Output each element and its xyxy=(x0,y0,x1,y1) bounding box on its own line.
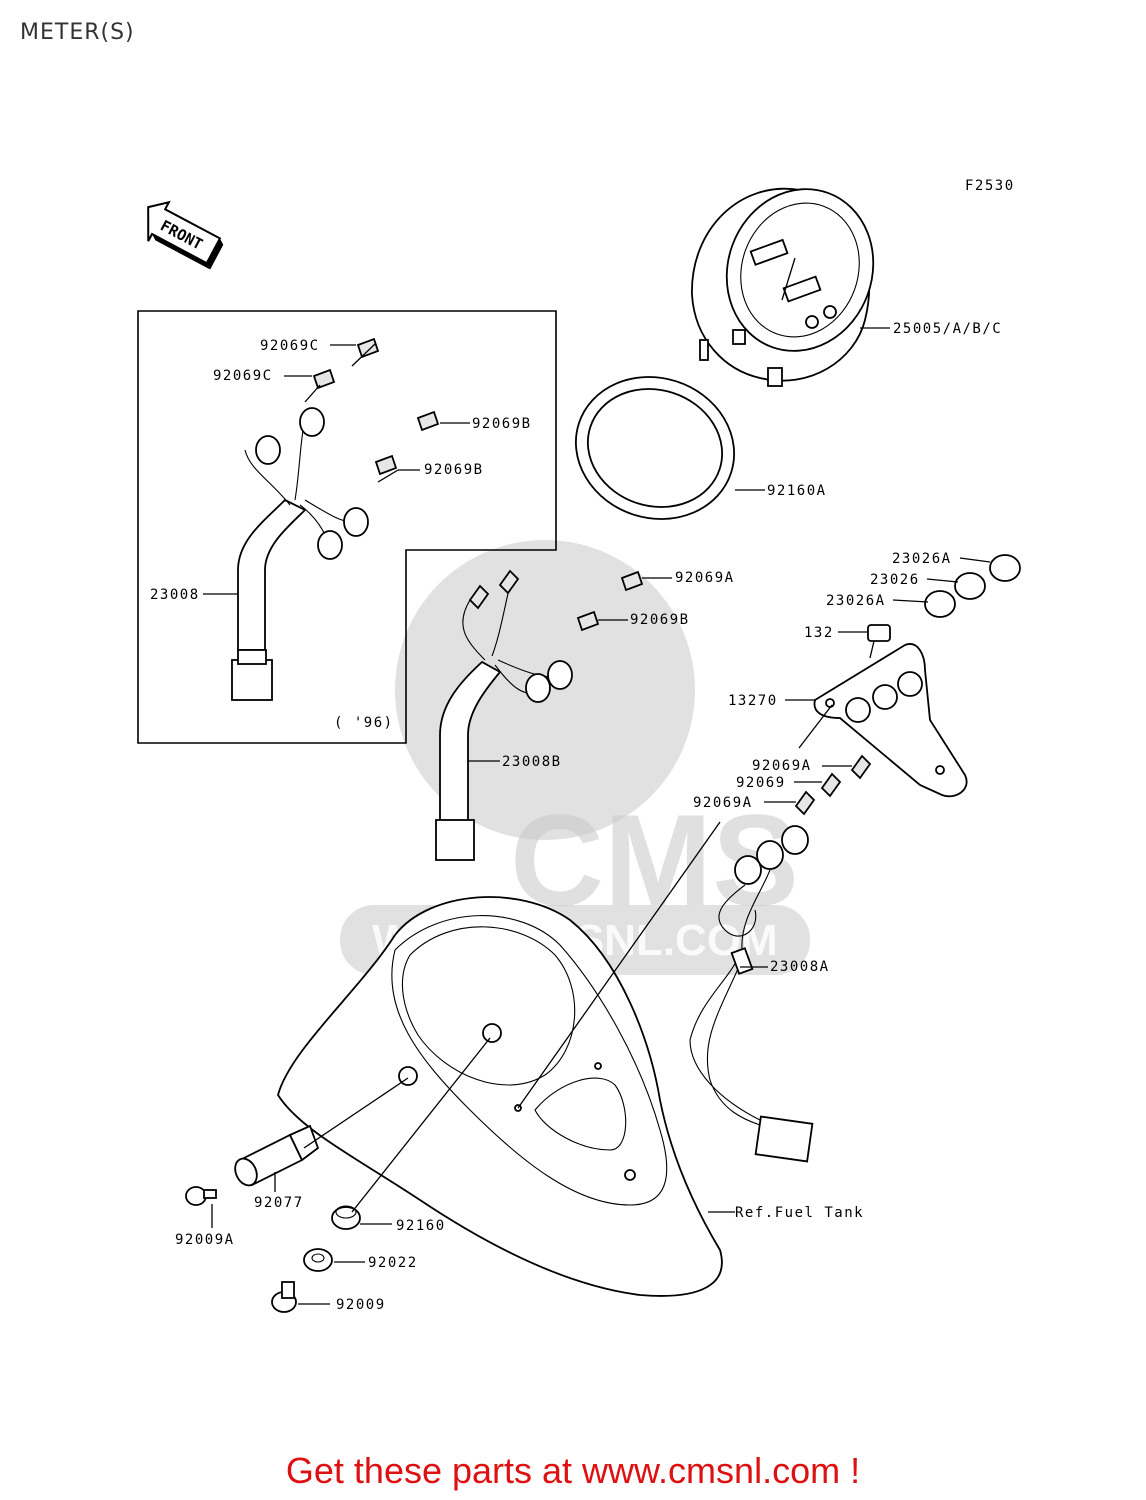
bulb-92069A-c xyxy=(794,790,816,816)
cable-92077 xyxy=(234,1124,320,1187)
grommet-92160 xyxy=(331,1205,361,1230)
label-92069: 92069 xyxy=(736,775,786,791)
label-25005: 25005/A/B/C xyxy=(893,321,1002,337)
screw-132 xyxy=(867,624,891,659)
page-title: METER(S) xyxy=(20,20,135,45)
inset-box xyxy=(137,310,557,744)
bracket-13270 xyxy=(813,643,968,798)
label-132: 132 xyxy=(804,625,834,641)
watermark: CMS WWW.CMSNL.COM xyxy=(340,540,810,975)
indicator-lenses xyxy=(924,554,1021,618)
label-92022: 92022 xyxy=(368,1255,418,1271)
label-23008A: 23008A xyxy=(770,959,830,975)
leader-lines xyxy=(203,327,991,1305)
label-92069C-b: 92069C xyxy=(213,368,273,384)
label-23026A-a: 23026A xyxy=(892,551,952,567)
speedometer-25005 xyxy=(691,187,875,387)
label-92009: 92009 xyxy=(336,1297,386,1313)
harness-23008 xyxy=(231,337,440,701)
inset-year-label: ( '96) xyxy=(334,715,394,731)
footer-link[interactable]: Get these parts at www.cmsnl.com ! xyxy=(285,1450,861,1491)
front-arrow-icon: FRONT xyxy=(147,200,224,270)
label-92069B-a: 92069B xyxy=(472,416,532,432)
meter-ring-92160A xyxy=(575,376,735,520)
bulb-92069 xyxy=(820,772,842,798)
label-92160A: 92160A xyxy=(767,483,827,499)
label-92069B-b: 92069B xyxy=(424,462,484,478)
screw-92009 xyxy=(271,1281,297,1313)
figure-code: F2530 xyxy=(965,178,1015,194)
label-92069A-b: 92069A xyxy=(752,758,812,774)
label-92069C-a: 92069C xyxy=(260,338,320,354)
part-labels: 92069C 92069C 92069B 92069B 23008 25005/… xyxy=(150,321,1002,1313)
washer-92022 xyxy=(303,1248,333,1272)
label-92077: 92077 xyxy=(254,1195,304,1211)
label-23008B: 23008B xyxy=(502,754,562,770)
label-23026: 23026 xyxy=(870,572,920,588)
label-92069A-c: 92069A xyxy=(693,795,753,811)
bulb-92069A-b xyxy=(850,754,872,780)
bulb-92069B xyxy=(576,610,600,632)
harness-23008B xyxy=(435,569,573,861)
dash-cover xyxy=(277,896,723,1297)
label-23026A-b: 23026A xyxy=(826,593,886,609)
label-92009A: 92009A xyxy=(175,1232,235,1248)
label-92160: 92160 xyxy=(396,1218,446,1234)
label-13270: 13270 xyxy=(728,693,778,709)
label-92069B-c: 92069B xyxy=(630,612,690,628)
harness-23008A xyxy=(689,825,814,1163)
screw-92009A xyxy=(185,1186,217,1206)
label-92069A-top: 92069A xyxy=(675,570,735,586)
bulb-92069A xyxy=(620,570,644,592)
label-23008: 23008 xyxy=(150,587,200,603)
label-ref-fuel-tank: Ref.Fuel Tank xyxy=(735,1205,864,1221)
